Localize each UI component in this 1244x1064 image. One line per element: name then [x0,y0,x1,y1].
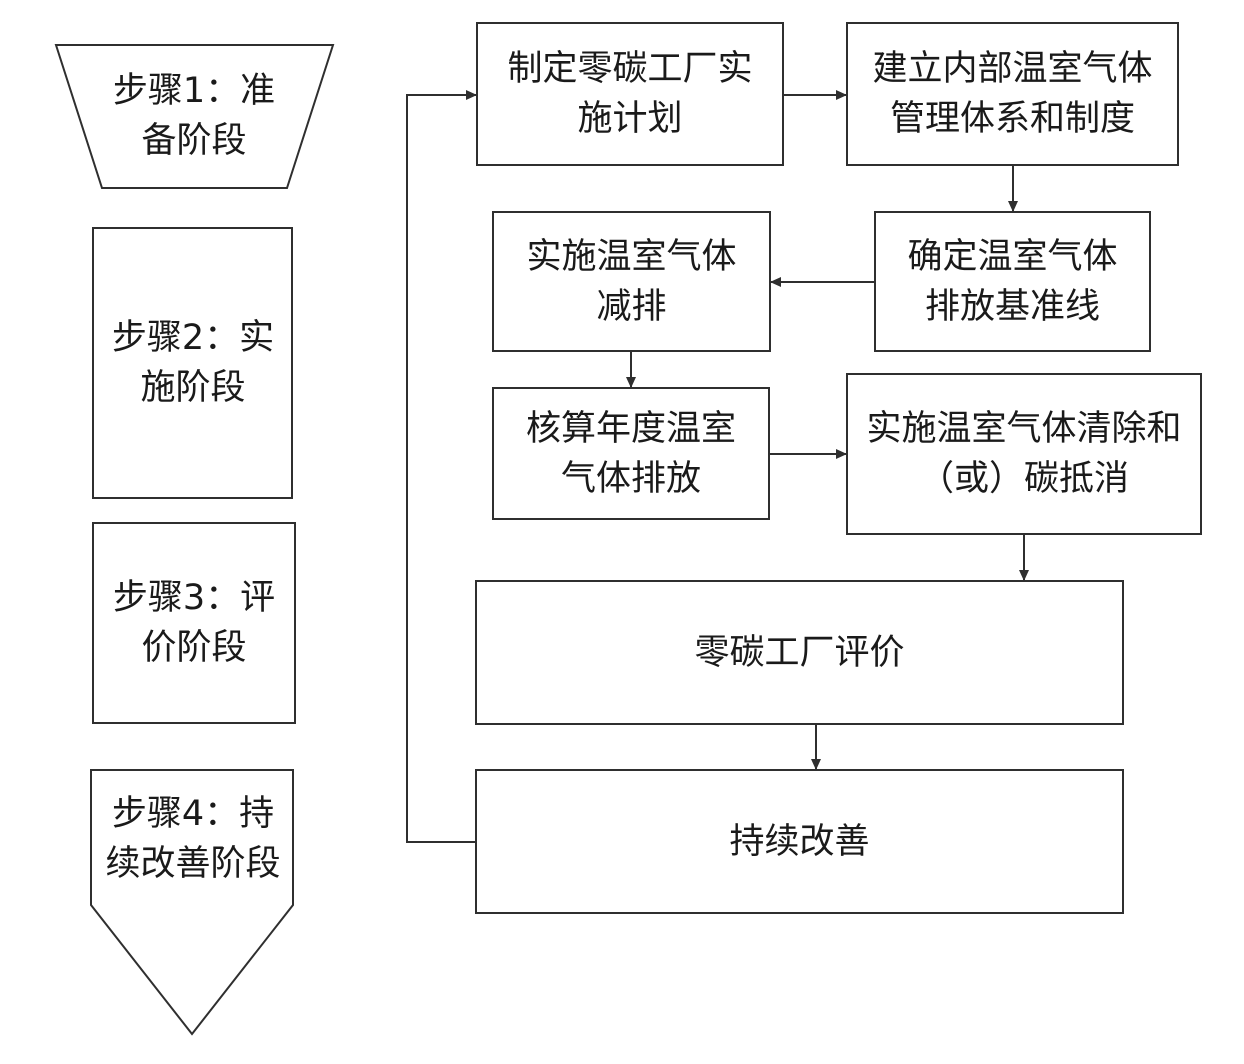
stage2-text: 步骤2：实施阶段 [111,318,275,408]
step-offset: 实施温室气体清除和（或）碳抵消 [846,373,1202,535]
step-system-text: 建立内部温室气体管理体系和制度 [872,49,1153,139]
step-reduce-text: 实施温室气体减排 [526,236,737,327]
stage3-label: 步骤3：评价阶段 [100,573,288,673]
stage2-label: 步骤2：实施阶段 [100,313,286,413]
step-reduce: 实施温室气体减排 [492,211,771,352]
stage3-text: 步骤3：评价阶段 [112,578,276,668]
stage1-label: 步骤1：准备阶段 [100,66,288,166]
stage1-text: 步骤1：准备阶段 [112,71,276,161]
step-accounting-text: 核算年度温室气体排放 [525,408,736,499]
step-system: 建立内部温室气体管理体系和制度 [846,22,1179,166]
stage4-label: 步骤4：持续改善阶段 [100,764,286,914]
step-evaluation-text: 零碳工厂评价 [694,632,905,673]
stage4-text: 步骤4：持续改善阶段 [105,794,281,884]
step-improve: 持续改善 [475,769,1124,914]
step-baseline: 确定温室气体排放基准线 [874,211,1151,352]
step-plan-text: 制定零碳工厂实施计划 [507,49,753,139]
step-plan: 制定零碳工厂实施计划 [476,22,784,166]
step-evaluation: 零碳工厂评价 [475,580,1124,725]
arrow-improve-to-plan-loop [406,90,477,843]
step-baseline-text: 确定温室气体排放基准线 [907,236,1118,327]
step-improve-text: 持续改善 [729,821,870,862]
step-offset-text: 实施温室气体清除和（或）碳抵消 [866,409,1182,499]
step-accounting: 核算年度温室气体排放 [492,387,770,520]
